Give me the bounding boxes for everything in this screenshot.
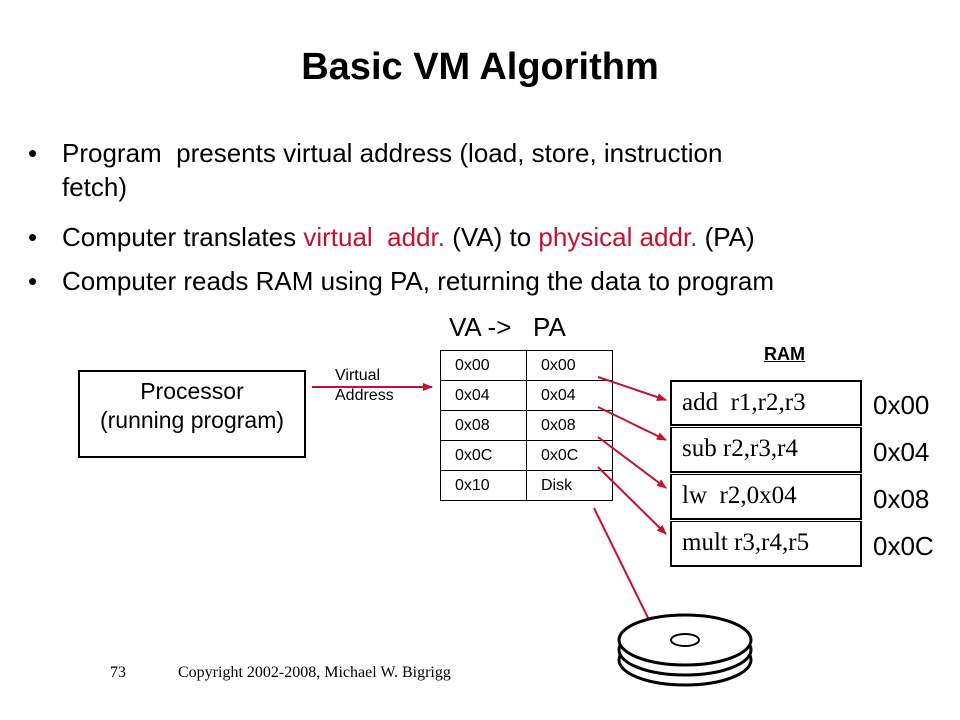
page-table-pa-cell: Disk bbox=[526, 470, 613, 501]
bullet-marker: • bbox=[28, 138, 38, 168]
bullet-item: Computer reads RAM using PA, returning t… bbox=[62, 264, 774, 298]
bullet-text-segment: Computer reads RAM using PA, returning t… bbox=[62, 266, 774, 296]
highlighted-term: physical addr. bbox=[538, 222, 698, 252]
page-table-va-cell: 0x10 bbox=[440, 470, 527, 501]
ram-address: 0x0C bbox=[873, 531, 934, 561]
map-arrow-0x0C bbox=[597, 466, 667, 535]
processor-label: Processor bbox=[140, 378, 244, 404]
va-pa-label: VA -> PA bbox=[449, 312, 566, 342]
bullet-text-segment: Computer translates bbox=[62, 222, 304, 252]
copyright: Copyright 2002-2008, Michael W. Bigrigg bbox=[178, 664, 451, 681]
slide-number: 73 bbox=[110, 664, 126, 681]
map-arrow-0x04 bbox=[597, 406, 667, 441]
virtual-address-line-1: Virtual bbox=[335, 367, 381, 384]
bullet-item: Computer translates virtual addr. (VA) t… bbox=[62, 220, 755, 254]
page-table-va-cell: 0x00 bbox=[440, 350, 527, 381]
bullet-item: Program presents virtual address (load, … bbox=[62, 136, 722, 204]
processor-box: Processor (running program) bbox=[78, 370, 306, 458]
ram-label: RAM bbox=[764, 344, 805, 364]
bullet-marker: • bbox=[28, 266, 38, 296]
ram-address: 0x08 bbox=[873, 484, 930, 514]
ram-instruction: sub r2,r3,r4 bbox=[670, 427, 862, 473]
page-table-va-cell: 0x0C bbox=[440, 440, 527, 471]
bullet-line: Program presents virtual address (load, … bbox=[62, 136, 722, 170]
bullet-line: Computer reads RAM using PA, returning t… bbox=[62, 264, 774, 298]
ram-address: 0x04 bbox=[873, 437, 930, 467]
processor-sublabel: (running program) bbox=[99, 407, 285, 433]
bullet-line: fetch) bbox=[62, 170, 722, 204]
bullet-text-segment: fetch) bbox=[62, 172, 128, 202]
map-arrow-0x00 bbox=[597, 376, 667, 401]
ram-instruction: lw r2,0x04 bbox=[670, 474, 862, 520]
page-table-pa-cell: 0x00 bbox=[526, 350, 613, 381]
ram-instruction: add r1,r2,r3 bbox=[670, 380, 862, 426]
virtual-address-label: Virtual Address bbox=[335, 366, 394, 406]
bullet-text-segment: Program presents virtual address (load, … bbox=[62, 138, 723, 168]
ram-address: 0x00 bbox=[873, 390, 930, 420]
bullet-marker: • bbox=[28, 222, 38, 252]
slide-title: Basic VM Algorithm bbox=[301, 46, 659, 88]
virtual-address-line-2: Address bbox=[335, 387, 394, 404]
highlighted-term: virtual addr. bbox=[303, 222, 445, 252]
map-arrow-disk bbox=[593, 507, 653, 627]
page-table-va-cell: 0x08 bbox=[440, 410, 527, 441]
map-arrow-0x08 bbox=[597, 436, 667, 489]
bullet-text-segment: (VA) to bbox=[444, 222, 539, 252]
bullet-text-segment: (PA) bbox=[697, 222, 755, 252]
disk-stack-icon bbox=[617, 613, 753, 687]
ram-instruction: mult r3,r4,r5 bbox=[670, 521, 862, 567]
bullet-line: Computer translates virtual addr. (VA) t… bbox=[62, 220, 755, 254]
